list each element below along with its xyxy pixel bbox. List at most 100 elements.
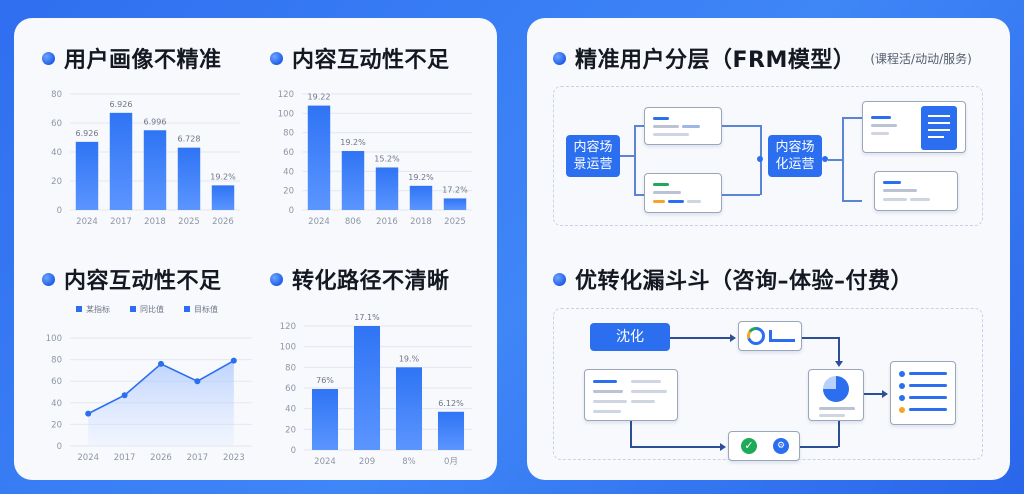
data-point xyxy=(230,357,237,364)
connector xyxy=(838,337,840,363)
x-tick-label: 2018 xyxy=(410,217,432,227)
bar xyxy=(311,389,339,450)
section-heading-user-profile: 用户画像不精准 xyxy=(42,42,222,74)
y-tick-label: 40 xyxy=(51,399,62,409)
line-gray xyxy=(653,133,689,136)
line-accent xyxy=(871,116,891,119)
x-tick-label: 2026 xyxy=(150,453,172,463)
bar xyxy=(353,326,381,450)
connector xyxy=(634,194,644,196)
line-gray xyxy=(910,198,930,201)
section-heading-content-interaction: 内容互动性不足 xyxy=(270,42,450,74)
y-tick-label: 20 xyxy=(51,420,62,430)
data-label: 19.% xyxy=(399,354,420,363)
x-tick-label: 2017 xyxy=(114,453,136,463)
line-gray xyxy=(593,400,627,403)
bar xyxy=(211,185,235,210)
section-title: 优转化漏斗斗（咨询–体验–付费） xyxy=(575,269,914,294)
connector-dot-icon xyxy=(822,156,828,162)
x-tick-label: 806 xyxy=(345,217,361,227)
y-tick-label: 100 xyxy=(280,343,296,353)
y-tick-label: 60 xyxy=(283,148,294,158)
bullet-dot-icon xyxy=(270,51,283,65)
status-card: ✓ ⚙ xyxy=(728,431,800,461)
x-tick-label: 2018 xyxy=(144,217,166,227)
x-tick-label: 2026 xyxy=(212,217,234,227)
line-gray xyxy=(687,200,701,203)
bar-chart-conversion-path: 02040608010012076%202417.1%20919.%8%6.12… xyxy=(280,313,472,467)
line-gray xyxy=(819,407,855,410)
y-tick-label: 80 xyxy=(283,129,294,139)
arrow-down-icon xyxy=(835,361,843,367)
info-card xyxy=(584,369,678,421)
legend-label: 某指标 xyxy=(86,304,110,314)
line-accent xyxy=(653,117,669,120)
x-tick-label: 209 xyxy=(359,457,375,467)
line-accent xyxy=(593,380,617,383)
x-tick-label: 0月 xyxy=(444,457,458,467)
x-tick-label: 8% xyxy=(402,457,416,467)
data-point xyxy=(194,378,201,385)
y-tick-label: 120 xyxy=(280,322,296,332)
y-tick-label: 80 xyxy=(285,363,296,373)
line-gray xyxy=(883,189,917,192)
connector xyxy=(842,117,844,201)
connector xyxy=(722,194,760,196)
right-card: 精准用户分层（FRM模型） (课程活/动动/服务) 内容场 景运营 内容场 化运… xyxy=(527,18,1010,480)
data-point xyxy=(121,392,128,399)
document-icon xyxy=(921,106,957,150)
info-card xyxy=(862,101,966,153)
data-label: 19.2% xyxy=(340,138,366,147)
arrow-right-icon xyxy=(882,390,888,398)
bar-chart-user-profile: 0204060806.92620246.92620176.99620186.72… xyxy=(51,90,240,227)
data-label: 19.22 xyxy=(308,93,331,102)
y-tick-label: 80 xyxy=(51,90,62,100)
data-point xyxy=(158,360,164,367)
connector-dot-icon xyxy=(757,156,763,162)
connector xyxy=(800,446,838,448)
info-card xyxy=(644,173,722,213)
y-tick-label: 0 xyxy=(57,442,62,452)
bar xyxy=(443,198,467,210)
bar xyxy=(395,367,423,450)
section-subtitle: (课程活/动动/服务) xyxy=(870,51,972,66)
line-gray xyxy=(631,390,667,393)
bullet-dot-icon xyxy=(42,272,55,286)
settings-icon: ⚙ xyxy=(773,438,789,454)
section-heading-conversion-path: 转化路径不清晰 xyxy=(270,263,450,295)
connector xyxy=(864,393,882,395)
line-gray xyxy=(871,132,889,135)
y-tick-label: 40 xyxy=(285,405,296,415)
y-tick-label: 100 xyxy=(278,109,294,119)
x-tick-label: 2024 xyxy=(76,217,98,227)
legend-label: 目标值 xyxy=(194,304,218,314)
line-orange xyxy=(653,200,665,203)
bar xyxy=(143,130,167,210)
connector xyxy=(630,446,722,448)
start-box: 沈化 xyxy=(590,323,670,351)
line-accent xyxy=(883,181,901,184)
content-ops-box: 内容场 化运营 xyxy=(768,135,822,177)
line-gray xyxy=(631,400,655,403)
section-heading-frm: 精准用户分层（FRM模型） (课程活/动动/服务) xyxy=(553,42,972,74)
y-tick-label: 80 xyxy=(51,356,62,366)
pie-card xyxy=(808,369,864,421)
data-label: 19.2% xyxy=(210,172,236,181)
data-label: 19.2% xyxy=(408,173,434,182)
x-tick-label: 2016 xyxy=(376,217,398,227)
x-tick-label: 2023 xyxy=(223,453,245,463)
bar xyxy=(341,151,365,210)
funnel-diagram: 沈化 ✓ ⚙ xyxy=(553,308,983,461)
data-label: 6.12% xyxy=(438,399,464,408)
section-title: 内容互动性不足 xyxy=(292,48,450,73)
line-gray xyxy=(883,198,907,201)
bar xyxy=(75,141,99,210)
y-tick-label: 20 xyxy=(51,177,62,187)
line-gray xyxy=(593,410,621,413)
y-tick-label: 0 xyxy=(291,446,296,456)
list-card xyxy=(890,361,956,425)
legend-swatch xyxy=(184,306,190,312)
legend-swatch xyxy=(76,306,82,312)
legend-label: 同比值 xyxy=(140,304,164,314)
connector xyxy=(838,421,840,447)
